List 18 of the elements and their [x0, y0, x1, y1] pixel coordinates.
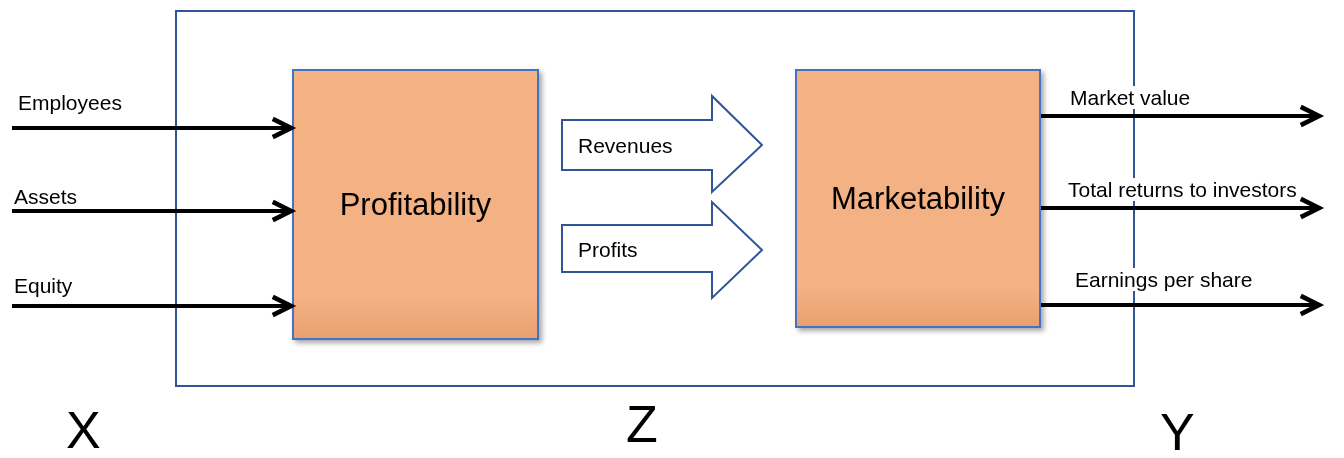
edge-label: Market value [1070, 86, 1191, 110]
arrow [1041, 196, 1322, 220]
process-box: Marketability [795, 69, 1041, 328]
edge-label: Revenues [578, 134, 673, 158]
block-arrow [561, 93, 764, 195]
arrow [12, 116, 294, 140]
edge-label: Earnings per share [1075, 268, 1253, 292]
axis-letter: Z [626, 398, 658, 450]
edge-label: Total returns to investors [1068, 178, 1297, 202]
arrow [12, 199, 294, 223]
arrow [1041, 104, 1322, 128]
arrow [12, 294, 294, 318]
axis-letter: X [66, 404, 101, 456]
process-box: Profitability [292, 69, 539, 340]
axis-letter: Y [1160, 406, 1195, 458]
edge-label: Profits [578, 238, 638, 262]
block-arrow [561, 199, 764, 301]
arrow [1041, 293, 1322, 317]
